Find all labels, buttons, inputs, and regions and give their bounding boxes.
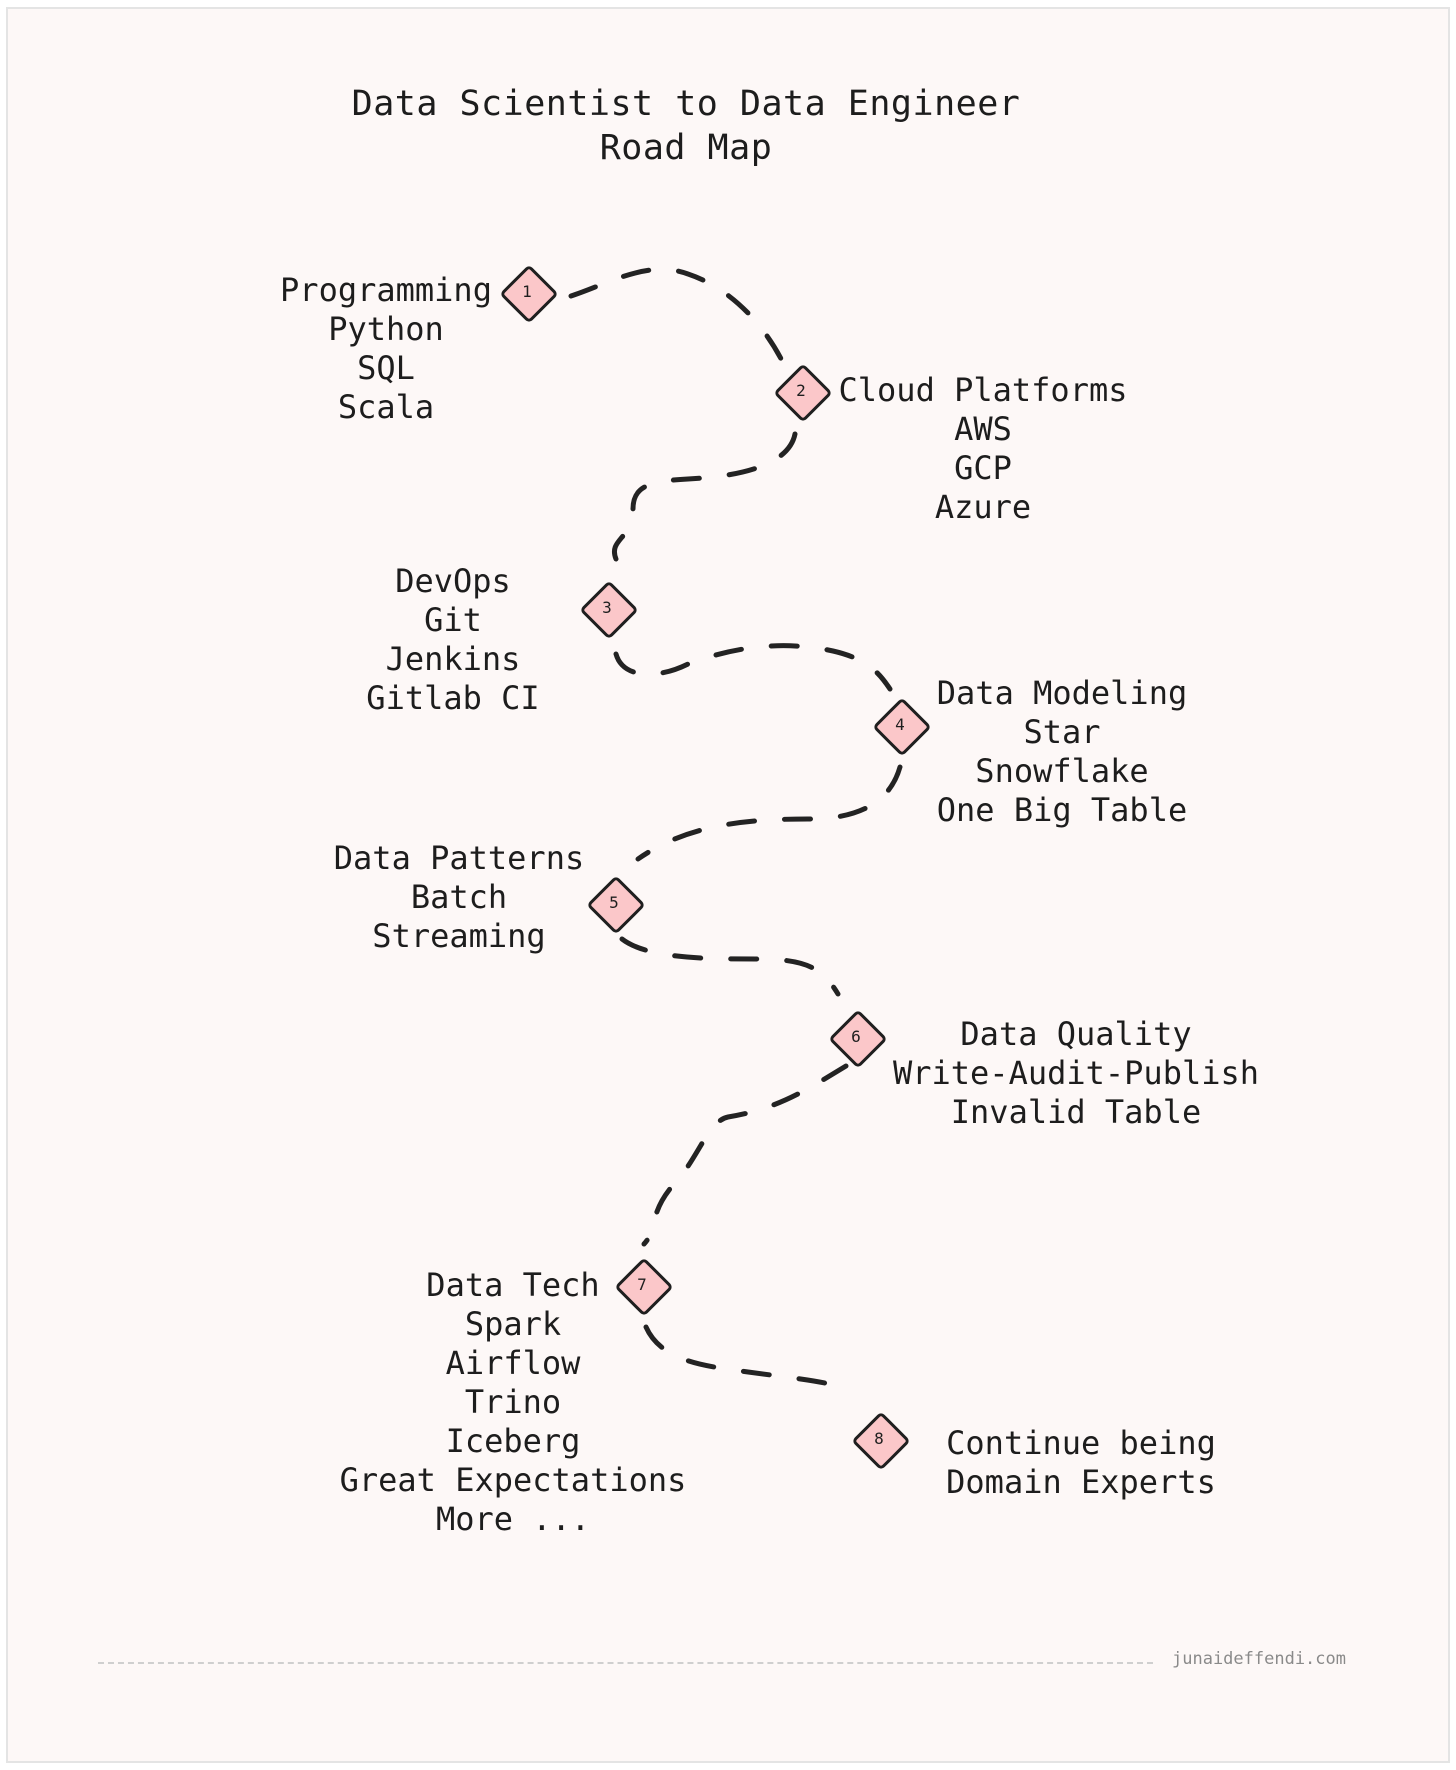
milestone-label-1: Programming Python SQL Scala (261, 271, 511, 427)
title-line-1: Data Scientist to Data Engineer (351, 84, 1021, 124)
label-heading: Data Patterns (333, 839, 585, 877)
label-item: Streaming (372, 917, 546, 955)
milestone-number: 5 (609, 893, 619, 912)
milestone-marker-4: 4 (870, 695, 932, 757)
milestone-marker-2: 2 (771, 361, 833, 423)
credit-text: junaideffendi.com (1172, 1649, 1346, 1669)
milestone-marker-6: 6 (826, 1007, 888, 1069)
label-item: Spark (464, 1305, 562, 1343)
label-heading: Data Modeling (936, 674, 1188, 712)
milestone-number: 1 (522, 282, 532, 301)
title-line-2: Road Map (599, 128, 773, 168)
label-item: SQL (357, 349, 415, 387)
label-item: Python (328, 310, 444, 348)
label-heading: Programming (280, 271, 492, 309)
label-heading: Continue being (946, 1424, 1216, 1462)
label-item: Write-Audit-Publish (892, 1054, 1260, 1092)
label-item: Domain Experts (946, 1463, 1216, 1501)
path-segment-5-6 (619, 936, 841, 997)
milestone-number: 3 (602, 598, 612, 617)
milestone-marker-3: 3 (577, 578, 639, 640)
milestone-marker-5: 5 (584, 873, 646, 935)
label-item: Git (424, 601, 482, 639)
label-item: Batch (410, 878, 508, 916)
path-segment-7-8 (643, 1324, 851, 1392)
milestone-marker-1: 1 (497, 262, 559, 324)
label-item: Airflow (445, 1344, 581, 1382)
milestone-label-5: Data Patterns Batch Streaming (323, 839, 595, 956)
label-item: Jenkins (385, 640, 521, 678)
label-item: Invalid Table (950, 1093, 1202, 1131)
label-item: Star (1023, 713, 1101, 751)
label-item: Gitlab CI (366, 679, 540, 717)
milestone-number: 2 (796, 381, 806, 400)
label-item: Scala (337, 388, 435, 426)
label-heading: Data Quality (960, 1015, 1192, 1053)
milestone-label-4: Data Modeling Star Snowflake One Big Tab… (918, 674, 1206, 830)
milestone-label-6: Data Quality Write-Audit-Publish Invalid… (886, 1015, 1266, 1132)
milestone-label-2: Cloud Platforms AWS GCP Azure (826, 371, 1140, 527)
path-segment-2-3 (611, 431, 798, 562)
label-heading: Cloud Platforms (838, 371, 1128, 409)
label-item: One Big Table (936, 791, 1188, 829)
milestone-number: 7 (637, 1275, 647, 1294)
diagram-title: Data Scientist to Data Engineer Road Map (8, 82, 1364, 170)
milestone-label-3: DevOps Git Jenkins Gitlab CI (348, 562, 558, 718)
milestone-marker-8: 8 (849, 1409, 911, 1471)
path-segment-4-5 (635, 764, 903, 862)
label-heading: DevOps (395, 562, 511, 600)
milestone-label-7: Data Tech Spark Airflow Trino Iceberg Gr… (333, 1266, 693, 1539)
label-item: Trino (464, 1383, 562, 1421)
path-segment-6-7 (641, 1063, 849, 1247)
roadmap-path (568, 266, 903, 1392)
milestone-label-8: Continue being Domain Experts (930, 1424, 1232, 1502)
milestone-number: 8 (874, 1429, 884, 1448)
label-item: Great Expectations (339, 1461, 687, 1499)
label-item: GCP (954, 449, 1012, 487)
milestone-number: 4 (895, 715, 905, 734)
milestone-number: 6 (851, 1027, 861, 1046)
path-segment-3-4 (613, 643, 893, 692)
label-item: Iceberg (445, 1422, 581, 1460)
label-item: More ... (435, 1500, 591, 1538)
diagram-canvas: Data Scientist to Data Engineer Road Map… (6, 7, 1450, 1763)
label-item: Snowflake (975, 752, 1149, 790)
path-segment-1-2 (568, 266, 789, 372)
label-heading: Data Tech (426, 1266, 600, 1304)
label-item: AWS (954, 410, 1012, 448)
milestone-marker-7: 7 (612, 1255, 674, 1317)
footer-divider (98, 1662, 1153, 1664)
label-item: Azure (934, 488, 1032, 526)
